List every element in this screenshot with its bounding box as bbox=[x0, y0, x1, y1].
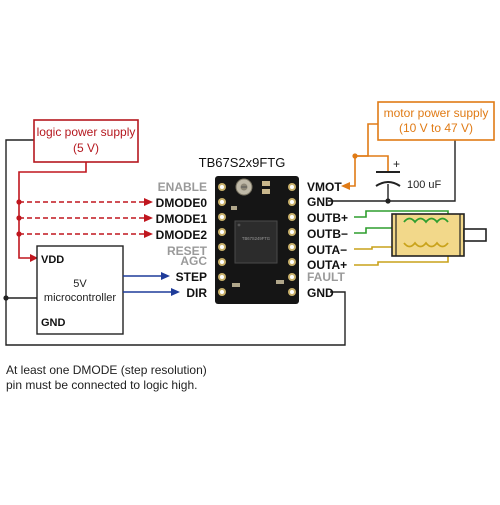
cap-plate-minus bbox=[375, 181, 401, 187]
pin-hole-center bbox=[220, 260, 224, 264]
chip-marking: TB67S249FTG bbox=[242, 236, 270, 241]
ground-return-wire bbox=[5, 139, 346, 346]
driver-board: TB67S249FTG bbox=[215, 176, 299, 304]
ground-wires bbox=[5, 138, 456, 346]
chip-pin1-dot bbox=[237, 223, 241, 227]
dmode2-arrow bbox=[144, 230, 153, 238]
pin-gnd-bottom: GND bbox=[307, 286, 334, 300]
logic-power-supply: logic power supply (5 V) bbox=[33, 119, 139, 163]
capacitor-label: 100 uF bbox=[407, 179, 442, 191]
motor-power-supply: motor power supply (10 V to 47 V) bbox=[377, 101, 495, 141]
pin-hole-center bbox=[290, 245, 294, 249]
coil-b bbox=[403, 217, 449, 224]
vmot-junction bbox=[352, 153, 358, 159]
pin-dir: DIR bbox=[186, 286, 207, 300]
pin-enable: ENABLE bbox=[158, 180, 207, 194]
pin-hole-center bbox=[290, 185, 294, 189]
motor-supply-box bbox=[377, 101, 495, 141]
pin-hole-center bbox=[290, 200, 294, 204]
mcu-gnd-label: GND bbox=[41, 317, 66, 329]
pin-hole-center bbox=[220, 230, 224, 234]
smd-component bbox=[262, 189, 270, 194]
left-pin-labels: ENABLE DMODE0 DMODE1 DMODE2 RESET AGC ST… bbox=[156, 180, 208, 300]
motor-supply-voltage: (10 V to 47 V) bbox=[399, 121, 473, 135]
note-line-1: At least one DMODE (step resolution) bbox=[6, 363, 207, 377]
motor-shaft bbox=[463, 228, 487, 242]
board-title: TB67S2x9FTG bbox=[199, 155, 286, 170]
signal-arrowheads bbox=[161, 272, 180, 296]
left-pin-holes bbox=[218, 183, 226, 296]
right-pin-holes bbox=[288, 183, 296, 296]
pin-hole-center bbox=[220, 185, 224, 189]
pin-hole-center bbox=[220, 200, 224, 204]
signal-wires bbox=[123, 275, 172, 293]
vdd-arrow bbox=[30, 254, 38, 262]
right-pin-labels: VMOT GND OUTB+ OUTB− OUTA− OUTA+ FAULT G… bbox=[307, 180, 348, 300]
pin-dmode1: DMODE1 bbox=[156, 212, 208, 226]
pin-hole-center bbox=[220, 215, 224, 219]
pin-outa-minus: OUTA− bbox=[307, 243, 347, 257]
driver-chip bbox=[234, 220, 278, 264]
pin-hole-center bbox=[290, 290, 294, 294]
pin-hole-center bbox=[290, 260, 294, 264]
coil-a bbox=[403, 241, 449, 248]
pin-fault: FAULT bbox=[307, 270, 345, 284]
pin-step: STEP bbox=[176, 270, 207, 284]
cap-plus-lead bbox=[355, 155, 389, 172]
pin-outb-plus: OUTB+ bbox=[307, 211, 348, 225]
capacitor: + 100 uF bbox=[375, 157, 442, 192]
pin-outb-minus: OUTB− bbox=[307, 227, 348, 241]
smd-component bbox=[262, 181, 270, 186]
pin-outa-plus: OUTA+ bbox=[307, 258, 347, 272]
logic-junctions bbox=[16, 199, 22, 237]
dmode1-arrow bbox=[144, 214, 153, 222]
mcu-voltage: 5V bbox=[73, 278, 87, 290]
pin-agc: AGC bbox=[180, 254, 207, 268]
microcontroller-box bbox=[36, 245, 124, 335]
pin-dmode2: DMODE2 bbox=[156, 228, 208, 242]
motor-power-wires bbox=[348, 123, 389, 187]
vmot-arrow bbox=[341, 182, 350, 190]
motor-supply-title: motor power supply bbox=[384, 106, 489, 120]
pin-hole-center bbox=[220, 275, 224, 279]
note-line-2: pin must be connected to logic high. bbox=[6, 378, 197, 392]
dir-arrow bbox=[171, 288, 180, 296]
pin-hole-center bbox=[290, 275, 294, 279]
mcu-vdd-label: VDD bbox=[41, 254, 64, 266]
pin-gnd-top: GND bbox=[307, 195, 334, 209]
cap-ground-junction bbox=[385, 198, 391, 204]
motor-ground-wire bbox=[328, 138, 456, 202]
ground-junction bbox=[3, 295, 9, 301]
dmode0-arrow bbox=[144, 198, 153, 206]
logic-wires bbox=[18, 162, 145, 259]
smd-component bbox=[232, 283, 240, 287]
pin-vmot: VMOT bbox=[307, 180, 342, 194]
pin-hole-center bbox=[220, 290, 224, 294]
pin-hole-center bbox=[290, 215, 294, 219]
logic-supply-voltage: (5 V) bbox=[73, 141, 99, 155]
pin-reset: RESET bbox=[167, 244, 208, 258]
vmot-wire bbox=[348, 123, 378, 187]
logic-supply-box bbox=[33, 119, 139, 163]
smd-component bbox=[276, 280, 284, 284]
pin-hole-center bbox=[220, 245, 224, 249]
step-arrow bbox=[161, 272, 170, 280]
microcontroller: VDD 5V microcontroller GND bbox=[36, 245, 124, 335]
stepper-motor bbox=[391, 213, 487, 257]
pin-dmode0: DMODE0 bbox=[156, 196, 208, 210]
pin-hole-center bbox=[290, 230, 294, 234]
logic-supply-title: logic power supply bbox=[37, 125, 136, 139]
logic-arrowheads bbox=[30, 198, 153, 262]
cap-plus-sign: + bbox=[393, 157, 400, 171]
mcu-label: microcontroller bbox=[44, 292, 116, 304]
logic-vdd-wire bbox=[18, 162, 87, 259]
smd-component bbox=[231, 206, 237, 210]
